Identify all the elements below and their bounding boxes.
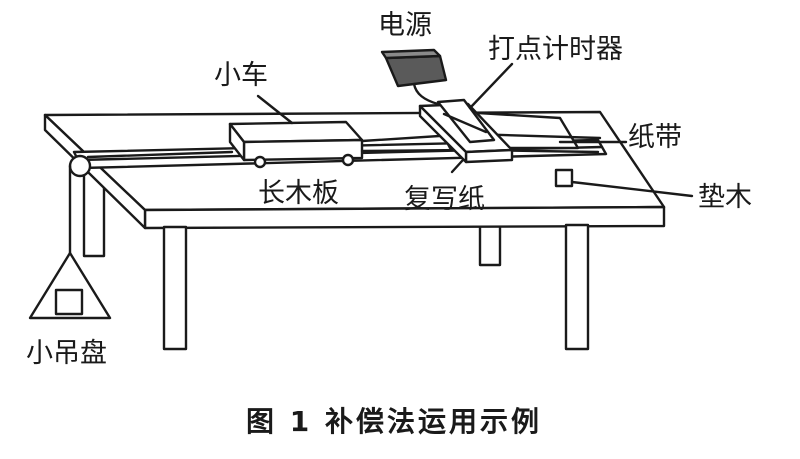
cart-top <box>228 120 364 144</box>
string-to-cart <box>86 150 234 159</box>
label-cart: 小车 <box>214 60 268 91</box>
cart-pointer <box>256 94 294 125</box>
label-tray: 小吊盘 <box>26 338 107 369</box>
cart-side <box>228 122 246 162</box>
cart-wheel-right <box>341 153 355 167</box>
power-supply <box>384 54 448 88</box>
timer-base-side <box>418 104 468 164</box>
power-supply-top <box>380 48 442 60</box>
timer-arm <box>436 98 496 144</box>
label-power: 电源 <box>378 10 432 41</box>
figure-caption: 图 1 补偿法运用示例 <box>246 405 542 438</box>
block <box>554 168 574 188</box>
timer-base-front <box>464 148 514 164</box>
table-leg-front-left <box>162 225 188 351</box>
label-block: 垫木 <box>698 182 752 213</box>
timer-pointer <box>468 62 514 110</box>
label-carbon-paper: 复写纸 <box>404 184 485 215</box>
label-timer: 打点计时器 <box>488 34 623 65</box>
table-leg-front-right <box>564 223 590 351</box>
tabletop-left-edge <box>43 113 147 230</box>
label-board: 长木板 <box>258 178 339 209</box>
label-tape: 纸带 <box>628 122 682 153</box>
hanging-tray <box>28 251 112 320</box>
block-pointer <box>570 180 694 198</box>
tray-weight <box>54 288 84 316</box>
timer-arm-detail <box>442 112 488 134</box>
pulley <box>68 154 92 178</box>
power-cord <box>412 82 440 106</box>
cart-wheel-left <box>253 155 267 169</box>
